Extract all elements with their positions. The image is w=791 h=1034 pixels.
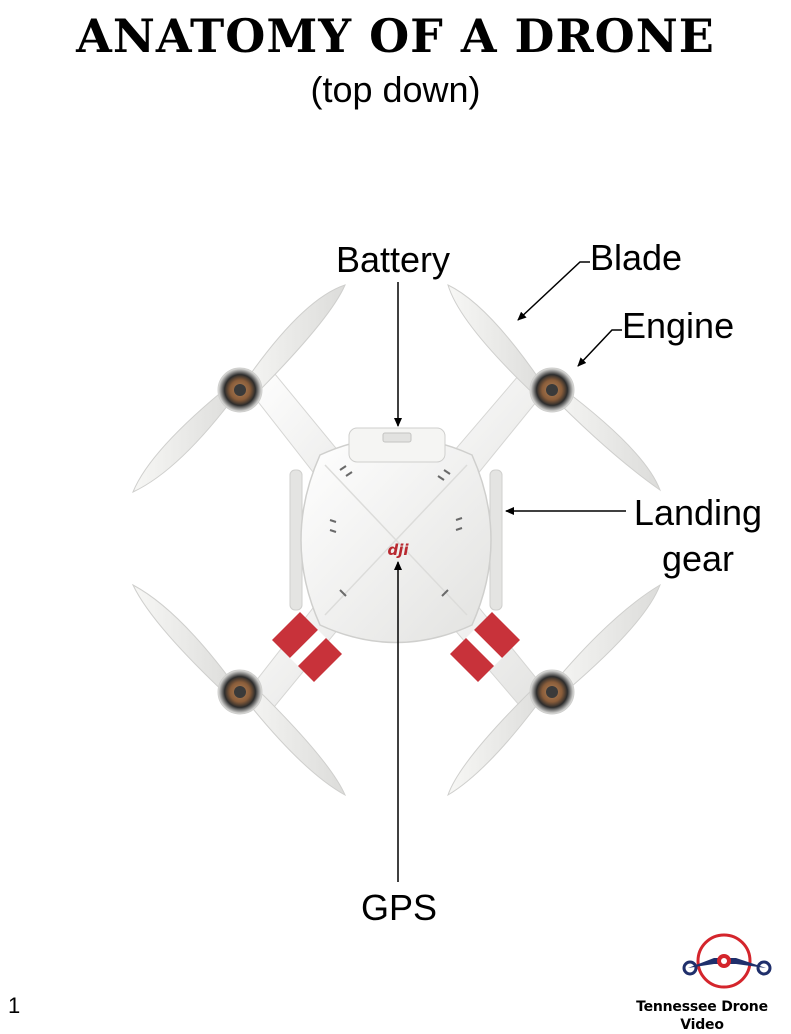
landing-gear-label-line2: gear	[628, 536, 768, 582]
brand-name: Tennessee Drone Video	[616, 998, 788, 1034]
blade-arrow	[518, 262, 590, 320]
battery-label: Battery	[336, 238, 450, 282]
landing-gear-label: Landing gear	[628, 490, 768, 582]
brand-logo-icon	[678, 928, 774, 994]
dji-logo: dji	[387, 541, 409, 559]
blade-label: Blade	[590, 236, 682, 280]
landing-gear-label-line1: Landing	[628, 490, 768, 536]
engine-arrow	[578, 330, 622, 366]
battery-pack	[349, 428, 445, 462]
drone-body	[301, 438, 491, 643]
page-number: 1	[8, 993, 20, 1019]
gps-label: GPS	[361, 886, 437, 930]
engine-label: Engine	[622, 304, 734, 348]
